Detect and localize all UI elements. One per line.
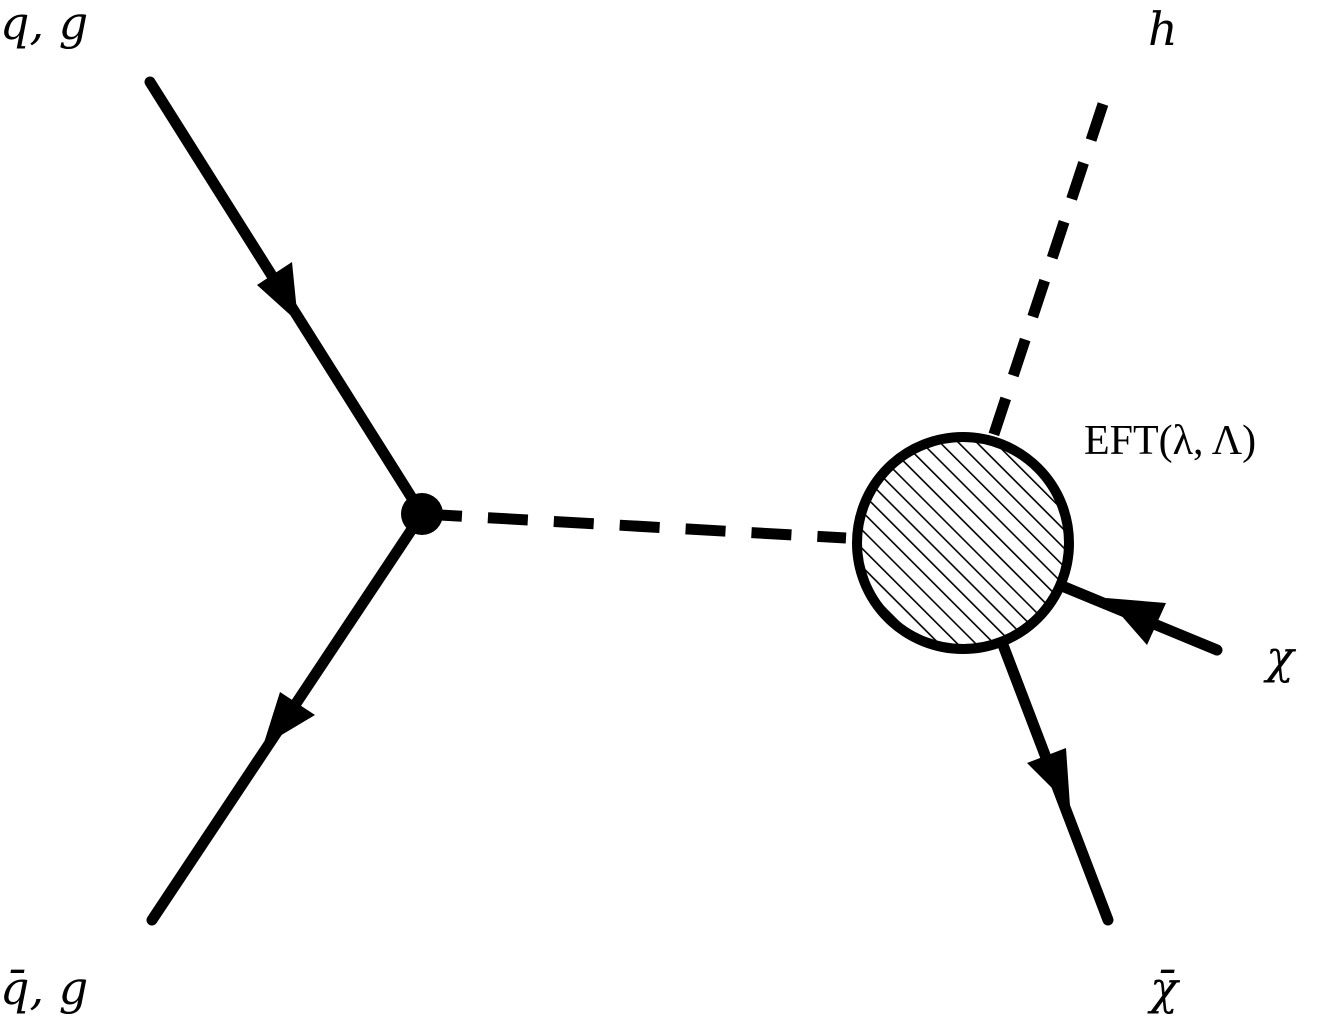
vertex-dot	[401, 493, 443, 535]
arrow-head-top	[257, 262, 298, 322]
label-eft: EFT(λ, Λ)	[1084, 418, 1257, 464]
arrow-head-chi	[1106, 598, 1166, 645]
arrow-head-bottom	[263, 692, 315, 746]
label-incoming-top: q, g	[0, 0, 89, 50]
label-incoming-bottom: q̄, g	[0, 961, 89, 1015]
eft-blob	[852, 432, 1074, 654]
scalar-propagator	[421, 508, 847, 544]
label-chi: χ	[1266, 630, 1294, 684]
label-higgs: h	[1148, 2, 1178, 56]
higgs-line	[986, 102, 1109, 442]
arrow-head-chibar	[1027, 748, 1070, 806]
label-chibar: χ̄	[1150, 961, 1178, 1015]
